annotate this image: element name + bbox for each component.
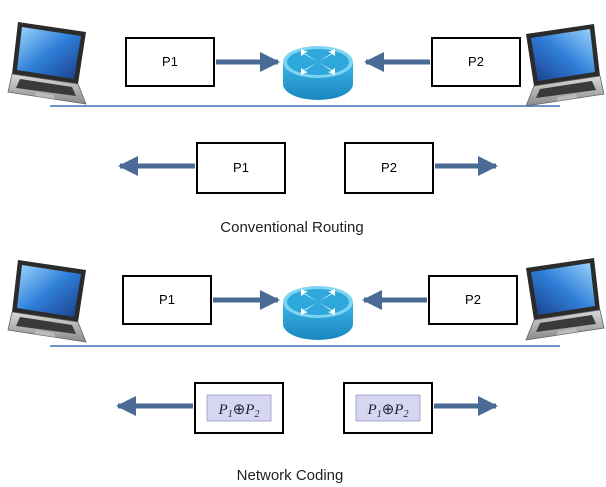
laptop-icon — [7, 21, 87, 105]
laptop-icon — [7, 259, 87, 343]
coded-packet-label: P1⊕P2 — [218, 402, 260, 420]
packet-box — [125, 37, 215, 87]
laptop-icon — [525, 23, 605, 107]
packet-label: P1 — [162, 54, 178, 69]
coded-packet-label: P1⊕P2 — [367, 402, 409, 420]
packet-label: P2 — [381, 160, 397, 175]
section-caption: Network Coding — [237, 467, 344, 484]
coded-packet-highlight — [355, 394, 421, 422]
packet-label: P2 — [465, 292, 481, 307]
packet-box — [431, 37, 521, 87]
packet-box — [122, 275, 212, 325]
section-conventional-routing: P1 P2 P1 P2 Conventional Routing — [7, 21, 605, 236]
coded-packet-highlight — [206, 394, 272, 422]
packet-box — [196, 142, 286, 194]
router-icon — [283, 286, 353, 340]
packet-label: P1 — [233, 160, 249, 175]
section-caption: Conventional Routing — [220, 219, 363, 236]
packet-label: P1 — [159, 292, 175, 307]
laptop-icon — [525, 257, 605, 341]
packet-label: P2 — [468, 54, 484, 69]
packet-box — [428, 275, 518, 325]
section-network-coding: P1 P2 P1⊕P2 P1⊕P2 Network Coding — [7, 257, 605, 484]
packet-box — [344, 142, 434, 194]
router-icon — [283, 46, 353, 100]
